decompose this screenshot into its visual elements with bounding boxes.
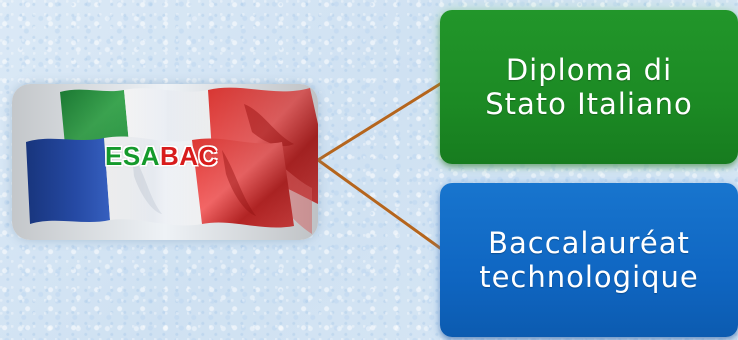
connector-to-diploma xyxy=(316,82,442,162)
box-title-line: Diploma di xyxy=(505,53,673,87)
esabac-letter: E xyxy=(105,141,123,171)
box-title-line: Baccalauréat xyxy=(488,226,690,260)
esabac-flag-card: ESABAC xyxy=(12,84,318,240)
esabac-letter: S xyxy=(122,141,141,171)
baccalaureat-box: Baccalauréat technologique xyxy=(440,183,738,337)
diploma-di-stato-box: Diploma di Stato Italiano xyxy=(440,10,738,164)
box-title-line: technologique xyxy=(479,260,699,294)
esabac-letter: B xyxy=(159,141,180,171)
box-title-line: Stato Italiano xyxy=(485,87,693,121)
esabac-logo-text: ESABAC xyxy=(105,143,218,169)
esabac-letter: A xyxy=(179,141,199,171)
connector-to-baccalaureat xyxy=(316,158,442,250)
esabac-letter: C xyxy=(198,141,218,171)
flags-illustration xyxy=(12,84,318,240)
esabac-letter: A xyxy=(140,141,160,171)
